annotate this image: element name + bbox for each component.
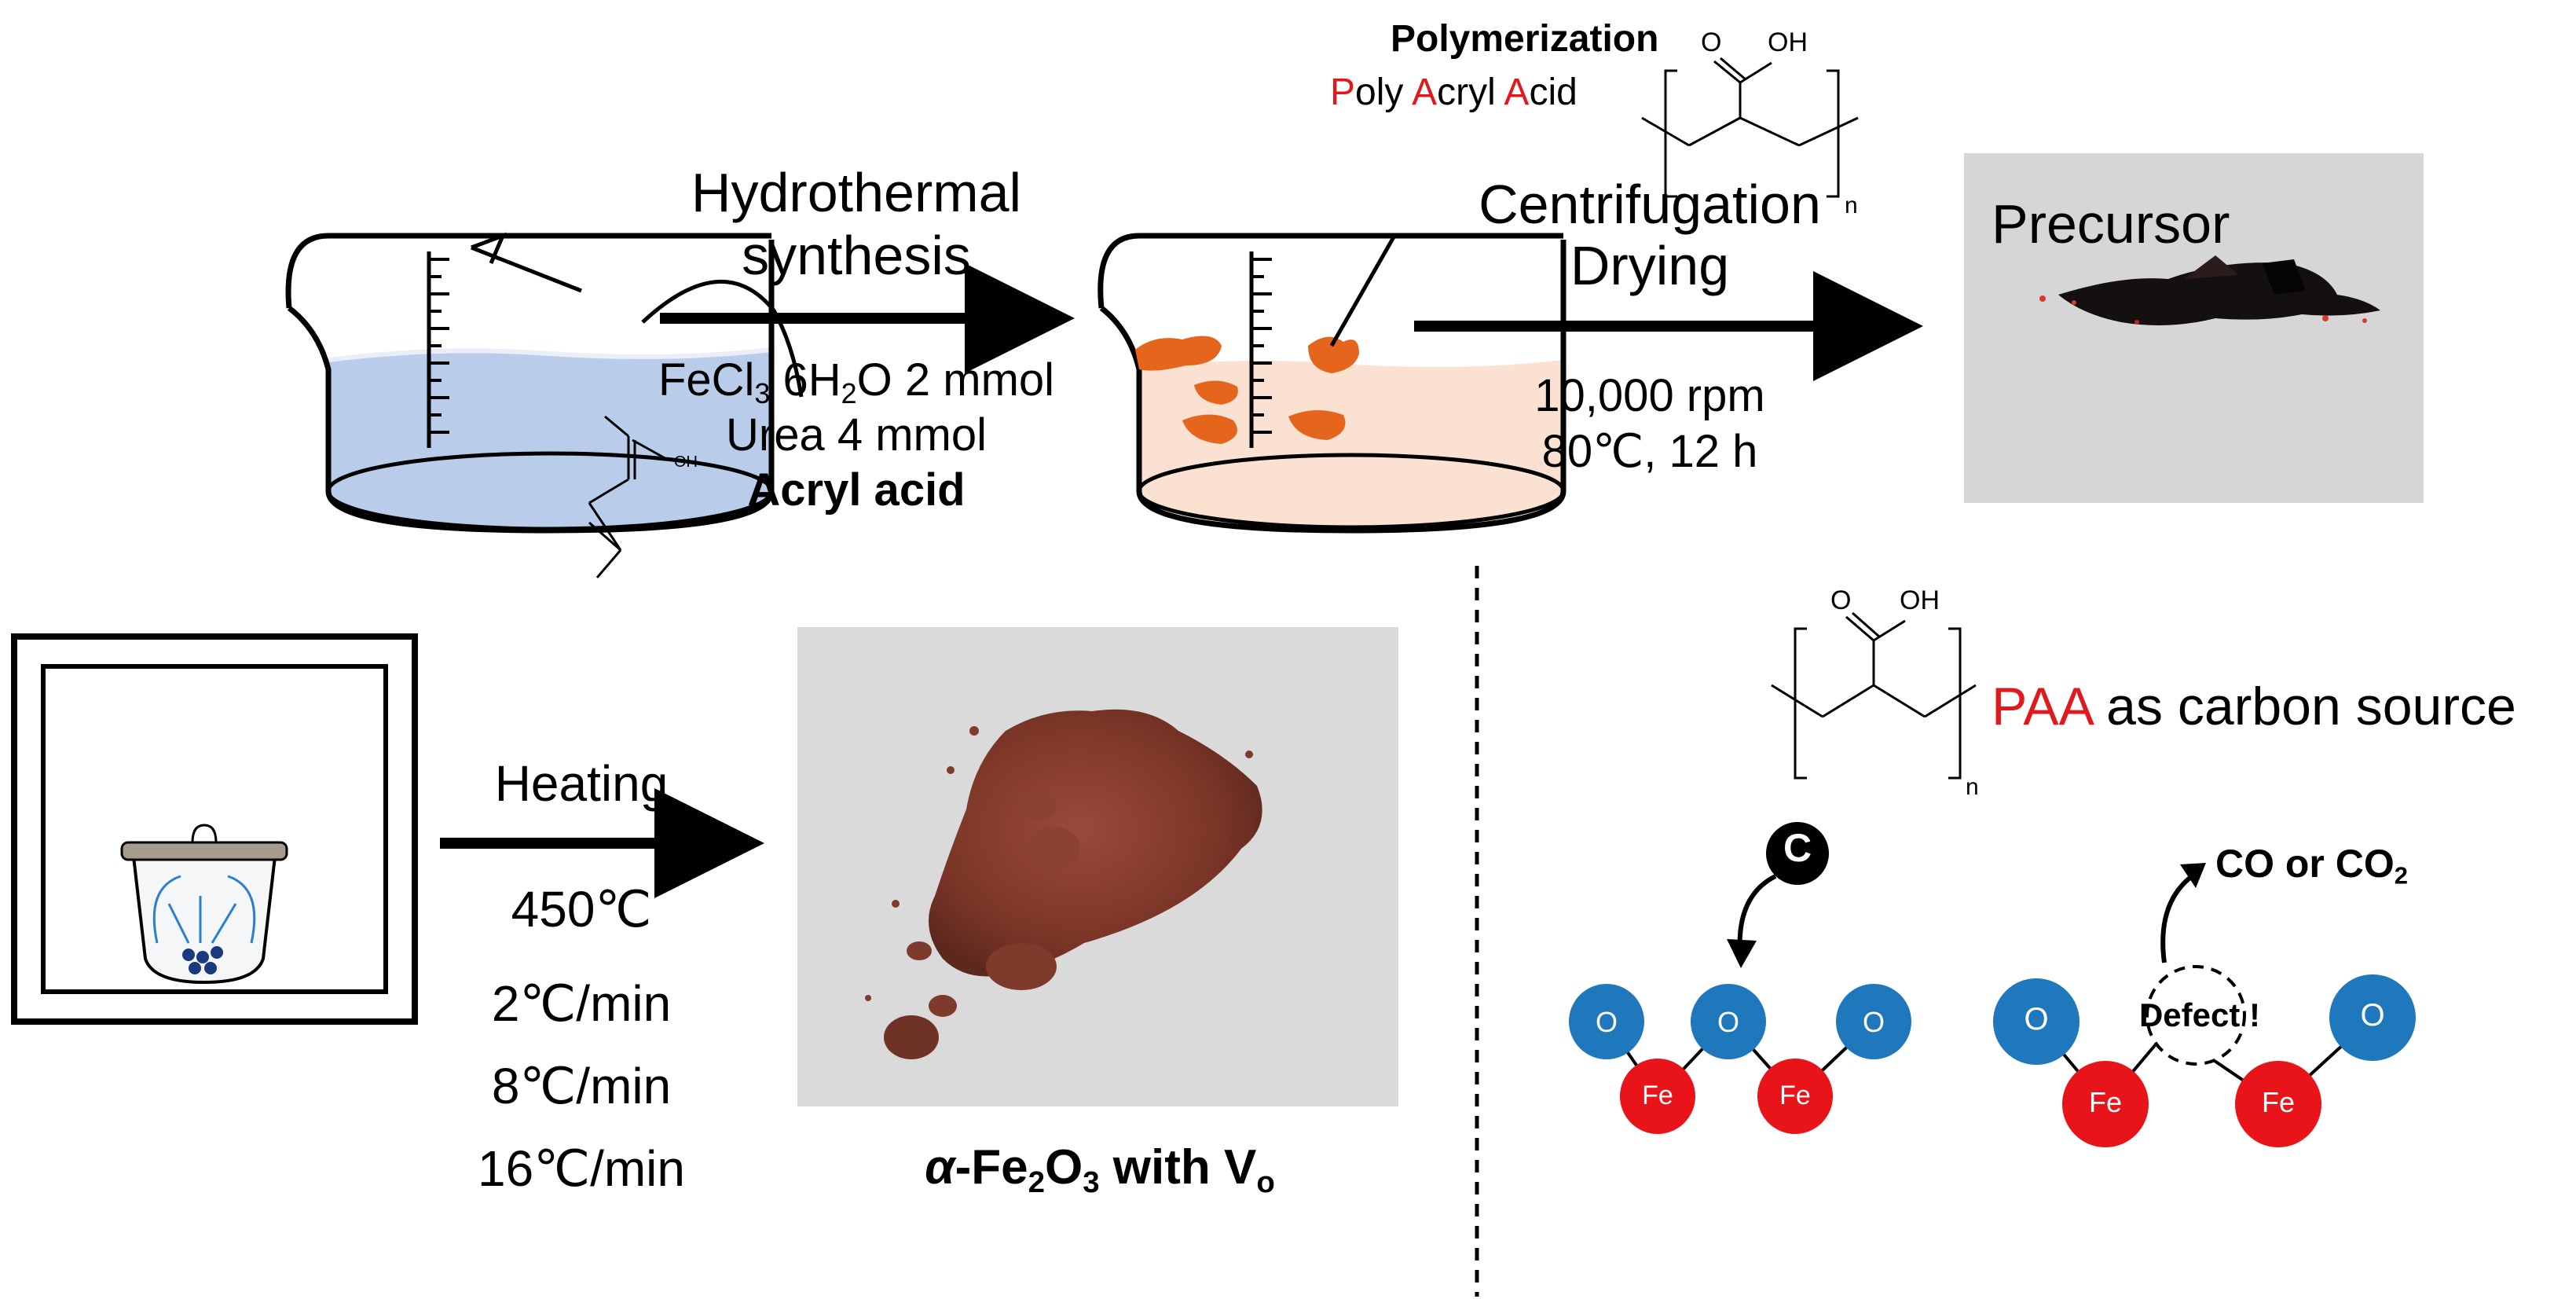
furnace-icon bbox=[11, 633, 418, 1025]
carbon-atom-label: C bbox=[1783, 826, 1812, 870]
polymerization-title: Polymerization bbox=[1391, 18, 1659, 60]
iron-label: Fe bbox=[1779, 1081, 1811, 1110]
paa-structure-right-icon bbox=[1771, 611, 1977, 780]
hydrothermal-label-line2: synthesis bbox=[742, 225, 971, 286]
product-label: α-Fe2O3 with Vo bbox=[925, 1140, 1275, 1199]
iron-label: Fe bbox=[1642, 1081, 1673, 1110]
iron-label: Fe bbox=[2088, 1086, 2122, 1118]
iron-atom-icon bbox=[2062, 1061, 2149, 1147]
iron-atom-icon bbox=[1620, 1059, 1695, 1134]
powder-pile-icon bbox=[865, 709, 1262, 1059]
oxygen-atom-icon bbox=[2329, 974, 2416, 1061]
paa-carbon-source-label: PAA as carbon source bbox=[1992, 677, 2516, 736]
precursor-photo bbox=[1964, 153, 2424, 503]
drying-label: Drying bbox=[1570, 235, 1730, 296]
acrylic-acid-structure-icon bbox=[588, 415, 669, 578]
reagent-urea: Urea 4 mmol bbox=[726, 409, 987, 461]
defect-label: Defect ! bbox=[2138, 996, 2261, 1033]
drying-conditions: 80℃, 12 h bbox=[1541, 426, 1758, 477]
paa-top-subscript-n: n bbox=[1845, 193, 1858, 218]
heating-rate-3: 16℃/min bbox=[478, 1140, 685, 1197]
centrifuge-speed: 10,000 rpm bbox=[1534, 370, 1765, 421]
heating-rate-2: 8℃/min bbox=[491, 1058, 672, 1114]
beaker-reaction-icon bbox=[1097, 233, 1566, 534]
crucible-icon bbox=[120, 824, 288, 985]
oxygen-label: O bbox=[1717, 1006, 1739, 1038]
paa-structure-top-icon bbox=[1641, 57, 1859, 198]
oxygen-label: O bbox=[1595, 1006, 1618, 1038]
oxygen-label: O bbox=[1862, 1006, 1885, 1038]
oxygen-atom-icon bbox=[1691, 984, 1766, 1059]
paa-top-atom-oh: OH bbox=[1768, 28, 1808, 57]
reagent-fecl3: FeCl3 6H2O 2 mmol bbox=[658, 354, 1055, 410]
paa-right-atom-oh: OH bbox=[1900, 585, 1940, 615]
precursor-label: Precursor bbox=[1992, 193, 2230, 255]
iron-label: Fe bbox=[2261, 1086, 2295, 1118]
heating-rate-1: 2℃/min bbox=[491, 975, 672, 1032]
oxygen-atom-icon bbox=[1993, 978, 2079, 1065]
lattice-left bbox=[1569, 822, 1911, 1134]
oxygen-atom-icon bbox=[1836, 984, 1911, 1059]
acrylic-oh-label: OH bbox=[674, 453, 698, 471]
precursor-material-icon bbox=[2039, 255, 2380, 325]
paa-right-atom-o: O bbox=[1830, 585, 1852, 615]
oxygen-label: O bbox=[2024, 1002, 2049, 1037]
heating-temperature: 450℃ bbox=[511, 881, 652, 938]
oxygen-atom-icon bbox=[1569, 984, 1644, 1059]
paa-right-subscript-n: n bbox=[1966, 774, 1979, 800]
iron-atom-icon bbox=[1757, 1059, 1833, 1134]
hydrothermal-label-line1: Hydrothermal bbox=[691, 162, 1022, 223]
lattice-right bbox=[1993, 863, 2416, 1147]
poly-acryl-acid-label: Poly Acryl Acid bbox=[1330, 72, 1577, 113]
oxygen-label: O bbox=[2360, 998, 2385, 1033]
centrifugation-label: Centrifugation bbox=[1479, 174, 1821, 235]
heating-label: Heating bbox=[494, 755, 669, 812]
iron-atom-icon bbox=[2235, 1061, 2321, 1147]
co-release-label: CO or CO2 bbox=[2215, 842, 2409, 890]
polymer-blobs-icon bbox=[1135, 336, 1359, 444]
paa-top-atom-o: O bbox=[1701, 28, 1722, 57]
beaker-water-icon bbox=[285, 232, 804, 534]
carbon-atom-icon bbox=[1766, 822, 1829, 885]
reagent-acryl-acid: Acryl acid bbox=[747, 464, 966, 516]
fe2o3-photo bbox=[797, 627, 1398, 1106]
vacancy-defect-icon bbox=[2145, 965, 2246, 1066]
